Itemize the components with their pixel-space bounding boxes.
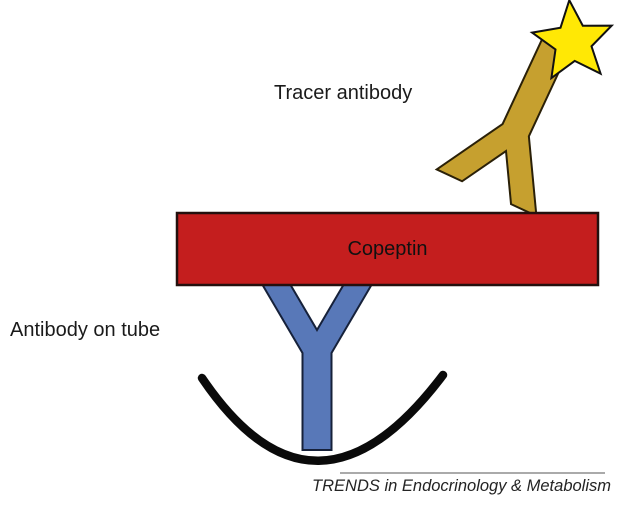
tube-curve-icon bbox=[197, 370, 448, 465]
star-tracer-icon bbox=[529, 0, 615, 81]
antibody-on-tube-label: Antibody on tube bbox=[10, 319, 161, 341]
tube-antibody-icon bbox=[261, 283, 373, 451]
antigen-bar bbox=[175, 211, 600, 287]
journal-caption: TRENDS in Endocrinology & Metabolism bbox=[312, 477, 611, 495]
antigen-label: Copeptin bbox=[347, 238, 428, 260]
tracer-antibody-label: Tracer antibody bbox=[274, 82, 413, 104]
